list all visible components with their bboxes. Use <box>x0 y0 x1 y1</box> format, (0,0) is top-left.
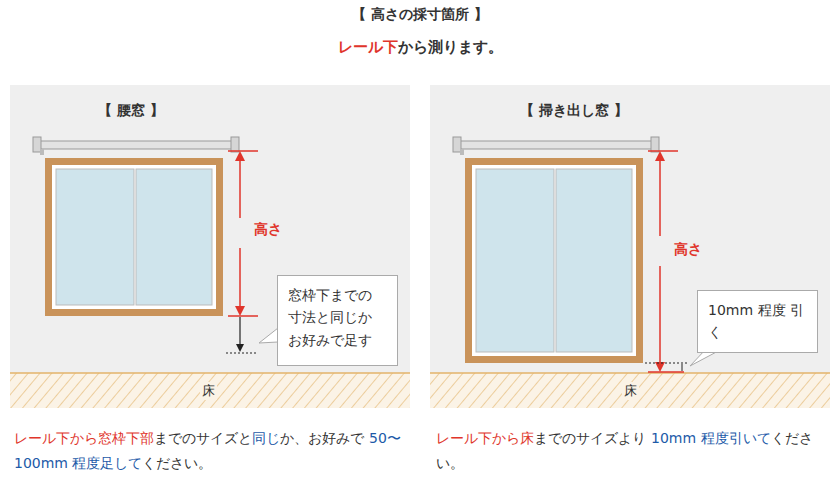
callout-box: 10mm 程度 引く <box>697 290 818 353</box>
note-text: 同じ <box>252 430 280 446</box>
subtitle: レール下から測ります。 <box>0 38 840 57</box>
note-text: 10mm 程度引いて <box>651 430 771 446</box>
note-text: までのサイズと <box>154 430 252 446</box>
note-text: レール下から窓枠下部 <box>14 430 154 446</box>
callout-text: 窓枠下までの 寸法と同じか お好みで足す <box>288 284 387 351</box>
title: 【 高さの採寸箇所 】 <box>0 6 840 24</box>
callout-box: 窓枠下までの 寸法と同じか お好みで足す <box>277 275 398 366</box>
dimension-label: 高さ <box>672 241 704 259</box>
window-panel: 【 腰窓 】窓枠下までの 寸法と同じか お好みで足す <box>10 85 410 408</box>
note-text: までのサイズより <box>534 430 646 446</box>
note-text: ください。 <box>142 455 212 471</box>
subtitle-text: から測ります。 <box>398 38 503 56</box>
note-text: レール下から床 <box>436 430 534 446</box>
floor-label: 床 <box>200 382 217 400</box>
note-paragraph: レール下から床までのサイズより10mm 程度引いてください。 <box>436 426 824 475</box>
floor-label: 床 <box>622 382 639 400</box>
note-paragraph: レール下から窓枠下部までのサイズと同じか、お好みで50〜100mm 程度足してく… <box>14 426 406 475</box>
note-text: か、お好みで <box>280 430 364 446</box>
subtitle-text: レール下 <box>338 38 398 56</box>
callout-text: 10mm 程度 引く <box>708 299 807 344</box>
panel-heading: 【 掃き出し窓 】 <box>520 102 628 120</box>
dimension-label: 高さ <box>252 221 284 239</box>
panel-heading: 【 腰窓 】 <box>98 102 164 120</box>
window-panel: 【 掃き出し窓 】 10mm 程度 引く <box>430 85 830 408</box>
